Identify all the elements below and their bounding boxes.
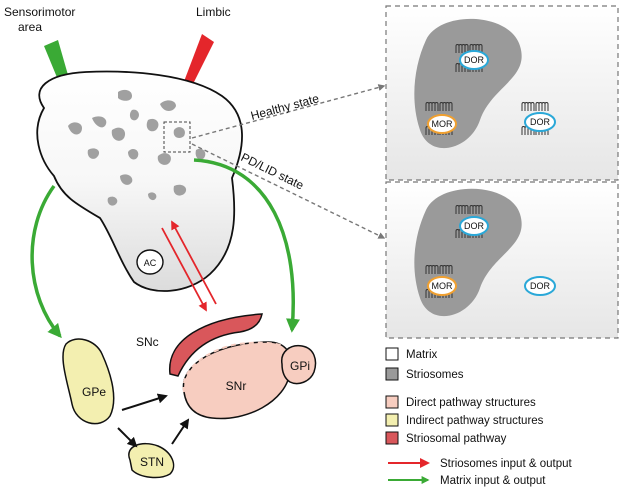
legend-label-striosomes: Striosomes: [406, 369, 464, 381]
snr-label: SNr: [226, 379, 247, 393]
sensorimotor-label: Sensorimotor: [4, 5, 75, 19]
healthy-state-inset: DOR MOR DOR: [385, 5, 619, 181]
stn-label: STN: [140, 455, 164, 469]
striosomes: [68, 89, 206, 206]
legend-swatch-indirect: [385, 413, 399, 427]
zoom-box: [163, 121, 191, 153]
legend-swatch-striosomes: [385, 367, 399, 381]
matrix-indirect-arrow: [30, 184, 62, 339]
legend-label-striosomal: Striosomal pathway: [406, 433, 507, 445]
healthy-mor: MOR: [432, 119, 453, 129]
healthy-pointer: [191, 84, 386, 139]
anterior-commissure: [136, 249, 164, 275]
legend: Matrix Striosomes Direct pathway structu…: [385, 347, 572, 487]
striosome-input-arrow: [171, 220, 217, 305]
striosome-output-arrow: [161, 227, 207, 312]
pd-mor: MOR: [432, 281, 453, 291]
snc-label: SNc: [136, 335, 159, 349]
legend-swatch-striosomal: [385, 431, 399, 445]
legend-swatch-direct: [385, 395, 399, 409]
legend-label-striosome-io: Striosomes input & output: [440, 458, 572, 470]
area-label: area: [18, 20, 42, 34]
legend-label-matrix-io: Matrix input & output: [440, 475, 546, 487]
gpe-label: GPe: [82, 385, 106, 399]
healthy-dor-right: DOR: [530, 117, 551, 127]
gpe-to-snr-arrow: [121, 393, 168, 411]
gpi-label: GPi: [290, 359, 310, 373]
gpi: [281, 344, 317, 385]
healthy-state-label: Healthy state: [249, 91, 321, 123]
legend-swatch-matrix: [385, 347, 399, 361]
stn-to-snr-arrow: [171, 418, 190, 445]
gpe-to-stn-arrow: [117, 427, 138, 448]
pd-lid-state-inset: DOR MOR DOR: [385, 181, 619, 339]
limbic-label: Limbic: [196, 5, 231, 19]
legend-label-direct: Direct pathway structures: [406, 397, 536, 409]
legend-label-matrix: Matrix: [406, 349, 438, 361]
ac-label: AC: [144, 258, 157, 268]
striatum: [36, 70, 243, 292]
matrix-direct-arrow: [193, 158, 300, 333]
healthy-dor-top: DOR: [464, 55, 485, 65]
pd-dor-right: DOR: [530, 281, 551, 291]
pd-lid-pointer: [191, 143, 386, 239]
snc: [169, 313, 263, 377]
snr-dashed-edge: [182, 341, 285, 393]
gpe: [62, 338, 115, 425]
pd-dor-top: DOR: [464, 221, 485, 231]
legend-label-indirect: Indirect pathway structures: [406, 415, 544, 427]
